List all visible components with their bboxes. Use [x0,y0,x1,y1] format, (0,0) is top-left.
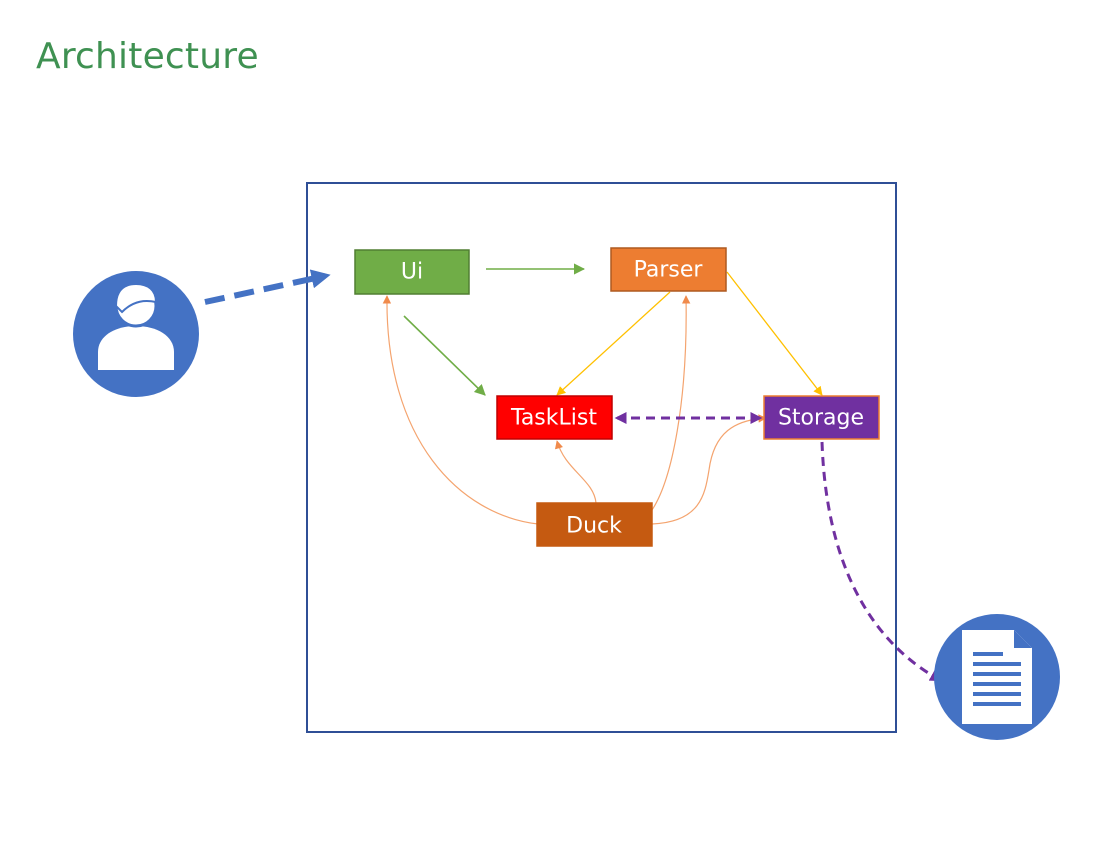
component-parser-label: Parser [634,258,704,283]
page-title: Architecture [36,36,259,77]
arrow-duck-to-ui [382,295,539,525]
document-icon [934,614,1060,740]
arrow-storage-to-file [820,441,943,682]
component-parser: Parser [610,247,727,292]
component-tasklist: TaskList [496,395,613,440]
arrow-parser-to-tasklist [556,291,671,396]
arrow-ui-to-tasklist [403,315,486,396]
component-duck-label: Duck [566,514,622,539]
system-boundary [306,182,897,733]
user-icon [73,271,199,397]
arrow-parser-to-storage [726,271,823,396]
component-ui: Ui [354,249,470,295]
arrow-duck-to-parser [651,295,691,511]
component-storage-label: Storage [778,406,864,431]
component-storage: Storage [763,395,880,440]
arrows [204,263,943,682]
component-duck: Duck [536,502,653,547]
arrow-duck-to-storage [651,414,767,525]
arrow-duck-to-tasklist [554,440,597,504]
component-ui-label: Ui [401,260,423,285]
component-tasklist-label: TaskList [510,406,597,431]
arrow-user-to-ui [204,269,331,305]
